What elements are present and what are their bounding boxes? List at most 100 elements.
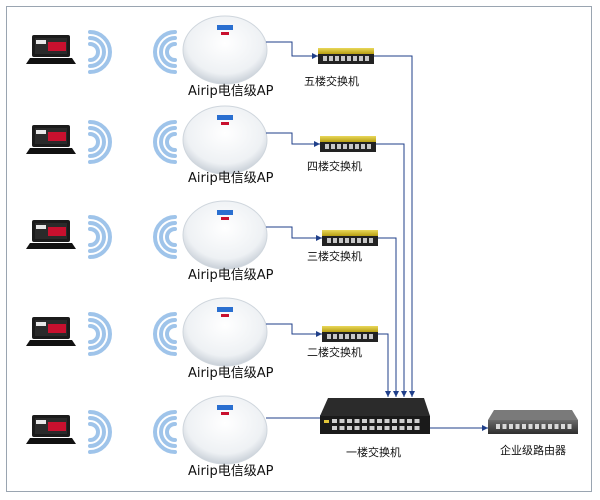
core-switch-port <box>354 419 360 423</box>
wifi-arc <box>88 416 106 448</box>
wifi-arc <box>153 215 177 259</box>
core-switch-port <box>339 426 345 430</box>
switch-port <box>369 334 373 339</box>
wifi-arc <box>88 410 112 454</box>
ap-logo <box>217 405 233 410</box>
link-arrow <box>401 391 407 397</box>
switch-port <box>323 56 327 61</box>
switch-port <box>359 56 363 61</box>
ap-label: Airip电信级AP <box>188 171 274 186</box>
wifi-arc <box>165 422 177 442</box>
wifi-arc <box>88 30 112 74</box>
switch-port <box>355 144 359 149</box>
core-switch-port <box>407 419 412 423</box>
switch-port <box>351 238 355 243</box>
wifi-arc <box>88 132 100 152</box>
switch-port <box>363 238 367 243</box>
link-arrow <box>316 331 322 337</box>
core-switch-top <box>320 398 430 416</box>
ap-logo-mark <box>221 314 229 317</box>
ap-label: Airip电信级AP <box>188 84 274 99</box>
wifi-arc <box>159 318 177 350</box>
core-switch-port <box>392 419 397 423</box>
laptop-icon <box>26 415 76 444</box>
wifi-arc <box>159 416 177 448</box>
ap-logo-mark <box>221 217 229 220</box>
switch-port <box>357 334 361 339</box>
core-switch-front <box>320 416 430 434</box>
switch-port <box>333 238 337 243</box>
switch-port <box>343 144 347 149</box>
switch-to-core-link <box>378 237 397 397</box>
switch-port <box>349 144 353 149</box>
core-switch-port <box>377 419 382 423</box>
core-switch-port <box>369 419 375 423</box>
switch-top <box>318 48 374 54</box>
switch-port <box>331 144 335 149</box>
router-icon <box>488 410 578 434</box>
ap-to-switch-link <box>266 41 318 57</box>
ap-shell <box>182 395 268 465</box>
wifi-signal-icon <box>153 120 177 164</box>
switch-port <box>367 144 371 149</box>
wifi-arc <box>88 126 106 158</box>
wifi-arc <box>159 36 177 68</box>
ap-shell <box>182 105 268 175</box>
switch-port <box>351 334 355 339</box>
switch-port <box>361 144 365 149</box>
switch-port <box>329 56 333 61</box>
link-arrow <box>312 53 318 59</box>
wifi-arc <box>88 312 112 356</box>
laptop-base <box>26 148 76 154</box>
switch-port <box>327 334 331 339</box>
link-arrow <box>393 391 399 397</box>
router-front <box>488 420 578 434</box>
switch-port <box>341 56 345 61</box>
ap-label: Airip电信级AP <box>188 366 274 381</box>
diagram-frame <box>6 6 592 492</box>
access-point-icon <box>182 297 268 367</box>
ap-label: Airip电信级AP <box>188 464 274 479</box>
core-switch-port <box>369 426 375 430</box>
switch-label-3f: 三楼交换机 <box>307 250 362 263</box>
wifi-arc <box>153 120 177 164</box>
laptop-base <box>26 340 76 346</box>
core-switch-port <box>407 426 412 430</box>
wifi-signal-icon <box>88 30 112 74</box>
wifi-arc <box>159 126 177 158</box>
core-switch-icon <box>320 398 430 434</box>
switch-icon <box>322 230 378 246</box>
wifi-arc <box>88 120 112 164</box>
switch-port <box>327 238 331 243</box>
switch-to-core-link <box>376 143 405 397</box>
ap-logo <box>217 115 233 120</box>
core-switch-port <box>414 426 420 430</box>
core-switch-port <box>362 426 367 430</box>
ap-shell <box>182 297 268 367</box>
wifi-signal-icon <box>153 215 177 259</box>
switch-port <box>345 238 349 243</box>
wifi-arc <box>165 227 177 247</box>
switch-port <box>345 334 349 339</box>
wifi-arc <box>153 312 177 356</box>
ap-logo <box>217 210 233 215</box>
link-arrow <box>385 391 391 397</box>
link-arrow <box>409 391 415 397</box>
router-port <box>541 424 546 429</box>
wifi-arc <box>88 221 106 253</box>
wifi-arc <box>88 36 106 68</box>
core-switch-port <box>399 426 405 430</box>
core-switch-port <box>362 419 367 423</box>
core-switch-port <box>377 426 382 430</box>
laptop-icon <box>26 125 76 154</box>
laptop-screen-text <box>36 225 46 229</box>
switch-to-core-link <box>378 333 389 397</box>
laptop-screen-logo <box>48 422 66 431</box>
wifi-signal-icon <box>153 312 177 356</box>
switch-front <box>318 54 374 64</box>
wifi-arc <box>153 410 177 454</box>
switch-front <box>320 142 376 152</box>
laptop-icon <box>26 35 76 64</box>
access-point-icon <box>182 15 268 85</box>
ap-logo-mark <box>221 122 229 125</box>
